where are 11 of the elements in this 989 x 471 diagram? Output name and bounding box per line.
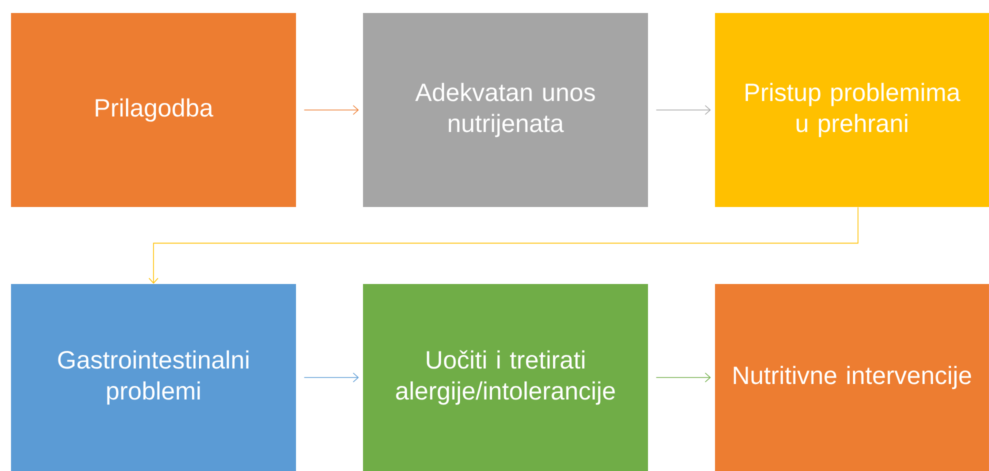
process-box: Prilagodba xyxy=(11,13,296,207)
arrow xyxy=(148,206,858,284)
process-box: Adekvatan unos nutrijenata xyxy=(363,13,648,207)
process-box: Pristup problemima u prehrani xyxy=(715,13,989,207)
process-box: Uočiti i tretirati alergije/intolerancije xyxy=(363,284,648,471)
process-box: Nutritivne intervencije xyxy=(715,284,989,471)
arrow xyxy=(656,105,711,115)
arrow xyxy=(304,372,359,382)
process-box: Gastrointestinalni problemi xyxy=(11,284,296,471)
arrow xyxy=(304,105,359,115)
arrow xyxy=(656,372,711,382)
